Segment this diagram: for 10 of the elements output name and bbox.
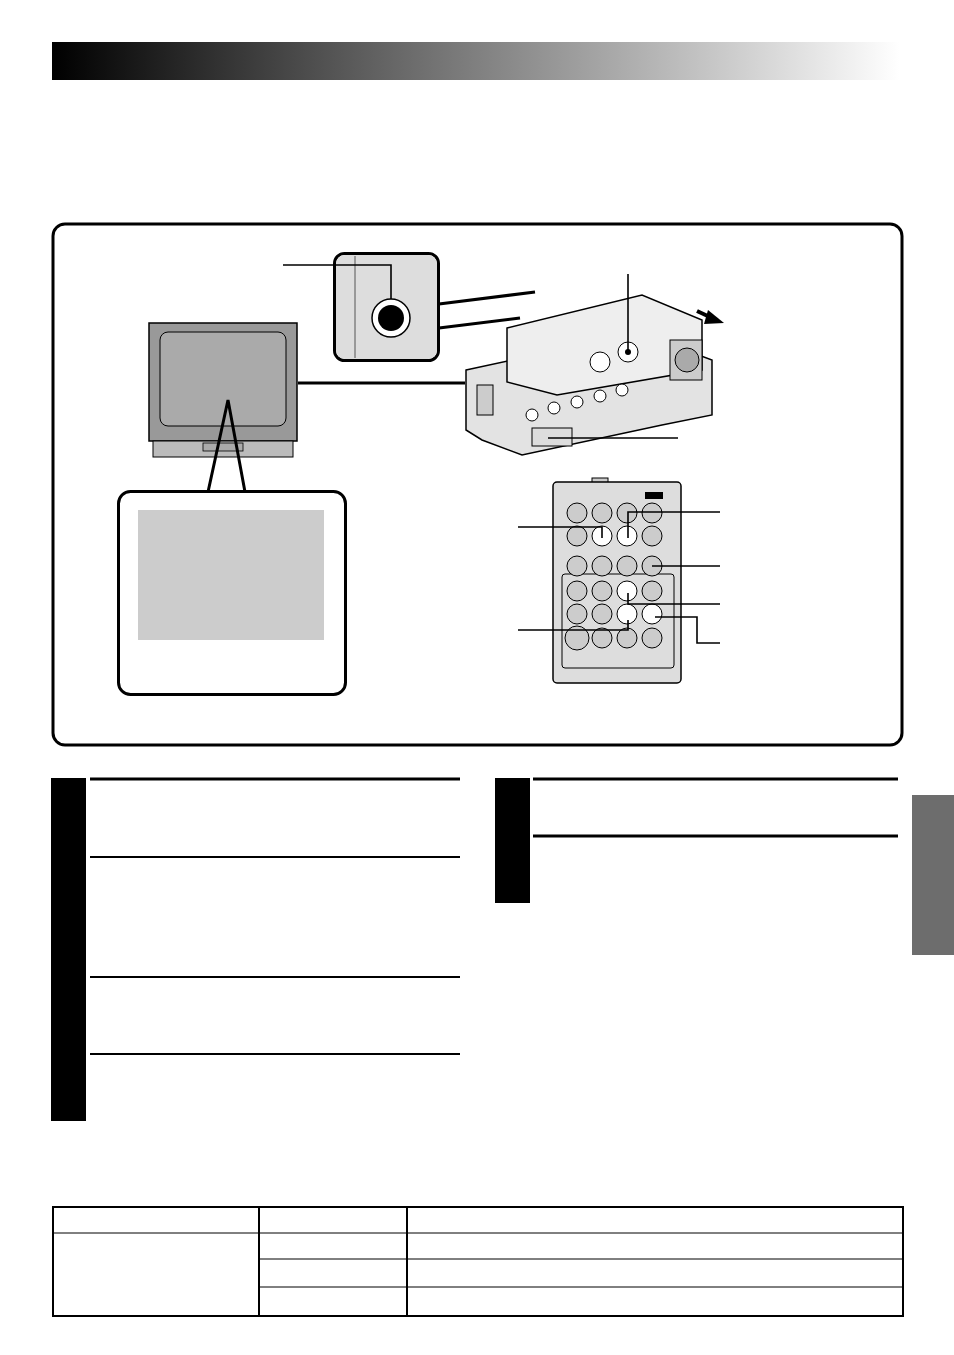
- leader-line: [517, 619, 629, 631]
- leader-line: [627, 511, 721, 539]
- leader-line: [651, 565, 721, 567]
- leader-line: [654, 616, 721, 644]
- leader-line: [547, 437, 679, 439]
- leader-line: [627, 592, 721, 605]
- leader-line: [627, 273, 629, 353]
- leader-line: [517, 526, 603, 539]
- leader-line: [282, 264, 392, 300]
- cable: [298, 381, 465, 385]
